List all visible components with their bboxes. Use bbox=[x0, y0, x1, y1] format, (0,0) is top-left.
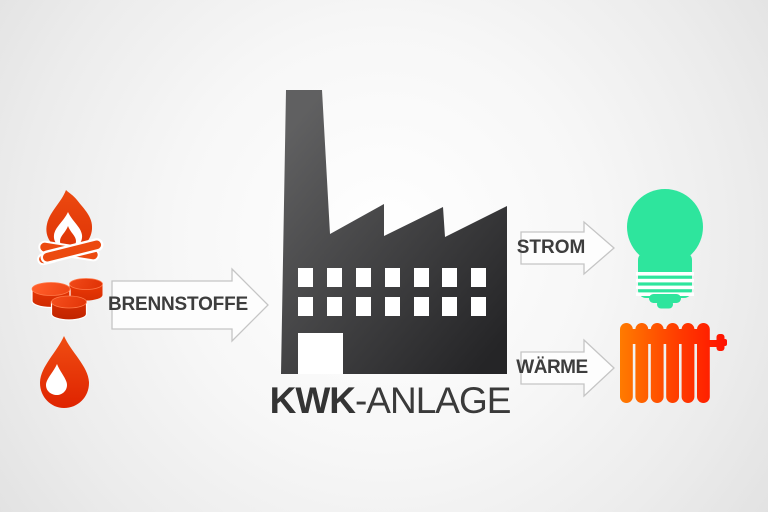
campfire-icon bbox=[37, 190, 104, 266]
input-arrow bbox=[111, 267, 269, 343]
radiator-icon bbox=[620, 323, 727, 403]
factory-icon bbox=[281, 90, 507, 374]
strom-arrow bbox=[520, 220, 615, 276]
waerme-arrow bbox=[520, 338, 615, 398]
input-arrow-label: BRENNSTOFFE bbox=[108, 294, 248, 315]
plant-title-bold: KWK bbox=[269, 380, 356, 421]
wood-pellets-icon bbox=[31, 278, 103, 321]
lightbulb-icon bbox=[627, 189, 703, 309]
oil-drop-icon bbox=[40, 336, 89, 408]
plant-title-rest: -ANLAGE bbox=[354, 380, 511, 421]
strom-arrow-label: STROM bbox=[516, 237, 586, 258]
waerme-arrow-label: WÄRME bbox=[516, 357, 588, 378]
factory-windows bbox=[298, 268, 486, 316]
plant-title: KWK-ANLAGE bbox=[250, 381, 530, 421]
factory-door bbox=[298, 333, 343, 374]
